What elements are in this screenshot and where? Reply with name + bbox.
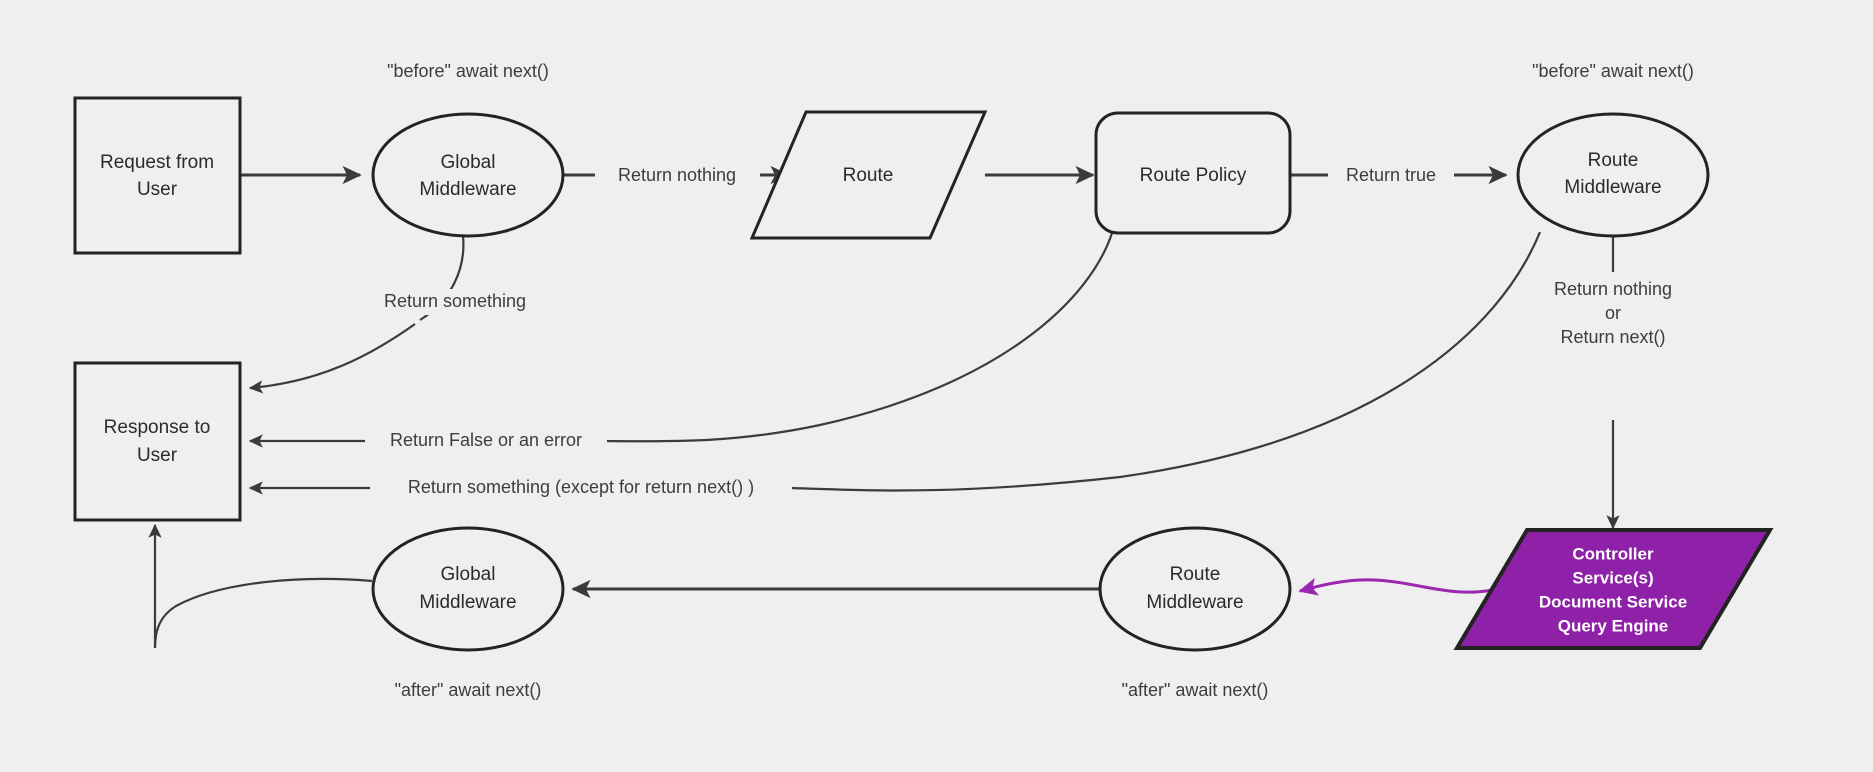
- edge-label-return-something: Return something: [384, 291, 526, 311]
- node-response-to-user-line1: Response to: [104, 417, 211, 438]
- node-route-middleware-bottom-line2: Middleware: [1146, 592, 1243, 613]
- node-response-to-user[interactable]: Response to User: [73, 361, 242, 522]
- node-global-middleware-top-line2: Middleware: [419, 179, 516, 200]
- edge-label-return-nothing-or-next-line3: Return next(): [1560, 327, 1665, 347]
- edge-route-middleware-return-something-curve: [789, 231, 1542, 492]
- node-request-from-user-line2: User: [137, 179, 178, 200]
- edge-global-middleware-return-something-lower: [248, 323, 416, 394]
- edge-label-bg-return-false-or-error: [365, 429, 607, 454]
- caption-after-await-next-route: "after" await next(): [1122, 680, 1269, 700]
- edge-label-bg-return-nothing: [595, 163, 760, 187]
- caption-before-await-next-route: "before" await next(): [1532, 61, 1694, 81]
- edge-label-return-nothing: Return nothing: [618, 165, 736, 185]
- node-global-middleware-top[interactable]: Global Middleware: [371, 112, 565, 238]
- caption-after-await-next-global: "after" await next(): [395, 680, 542, 700]
- node-route-middleware-bottom[interactable]: Route Middleware: [1098, 526, 1292, 652]
- node-controller-line2: Service(s): [1572, 568, 1653, 587]
- node-route-policy-label: Route Policy: [1140, 165, 1247, 186]
- edge-label-bg-return-something: [366, 289, 544, 315]
- node-request-from-user[interactable]: Request from User: [73, 96, 242, 255]
- edge-label-return-nothing-or-next-line1: Return nothing: [1554, 279, 1672, 299]
- node-global-middleware-bottom-line1: Global: [441, 564, 496, 585]
- node-global-middleware-bottom[interactable]: Global Middleware: [371, 526, 565, 652]
- node-route-middleware-bottom-line1: Route: [1170, 564, 1221, 585]
- node-global-middleware-top-line1: Global: [441, 152, 496, 173]
- node-controller-line3: Document Service: [1539, 592, 1687, 611]
- node-controller-services[interactable]: Controller Service(s) Document Service Q…: [1453, 528, 1774, 650]
- edge-route-policy-return-false-curve: [604, 232, 1114, 443]
- node-route-label: Route: [843, 165, 894, 186]
- caption-before-await-next-global: "before" await next(): [387, 61, 549, 81]
- node-route-middleware-top-line1: Route: [1588, 150, 1639, 171]
- node-request-from-user-line1: Request from: [100, 152, 214, 173]
- node-global-middleware-bottom-line2: Middleware: [419, 592, 516, 613]
- node-route[interactable]: Route: [749, 110, 988, 240]
- node-response-to-user-line2: User: [137, 445, 178, 466]
- edge-label-return-nothing-or-next-line2: or: [1605, 303, 1621, 323]
- node-route-middleware-top[interactable]: Route Middleware: [1516, 112, 1710, 238]
- edge-label-bg-return-nothing-or-next: [1524, 272, 1704, 382]
- edge-label-bg-return-something-except: [370, 476, 792, 501]
- edge-global-middleware-bottom-to-response-curve: [153, 577, 373, 649]
- edge-label-return-false-or-error: Return False or an error: [390, 430, 582, 450]
- node-route-middleware-top-line2: Middleware: [1564, 177, 1661, 198]
- edge-controller-to-route-middleware-bottom: [1298, 577, 1493, 596]
- edge-label-return-something-except: Return something (except for return next…: [408, 477, 754, 497]
- node-route-policy[interactable]: Route Policy: [1094, 111, 1292, 235]
- node-controller-line4: Query Engine: [1558, 616, 1669, 635]
- edge-label-bg-return-true: [1328, 163, 1454, 187]
- edge-label-return-true: Return true: [1346, 165, 1436, 185]
- node-controller-line1: Controller: [1572, 544, 1654, 563]
